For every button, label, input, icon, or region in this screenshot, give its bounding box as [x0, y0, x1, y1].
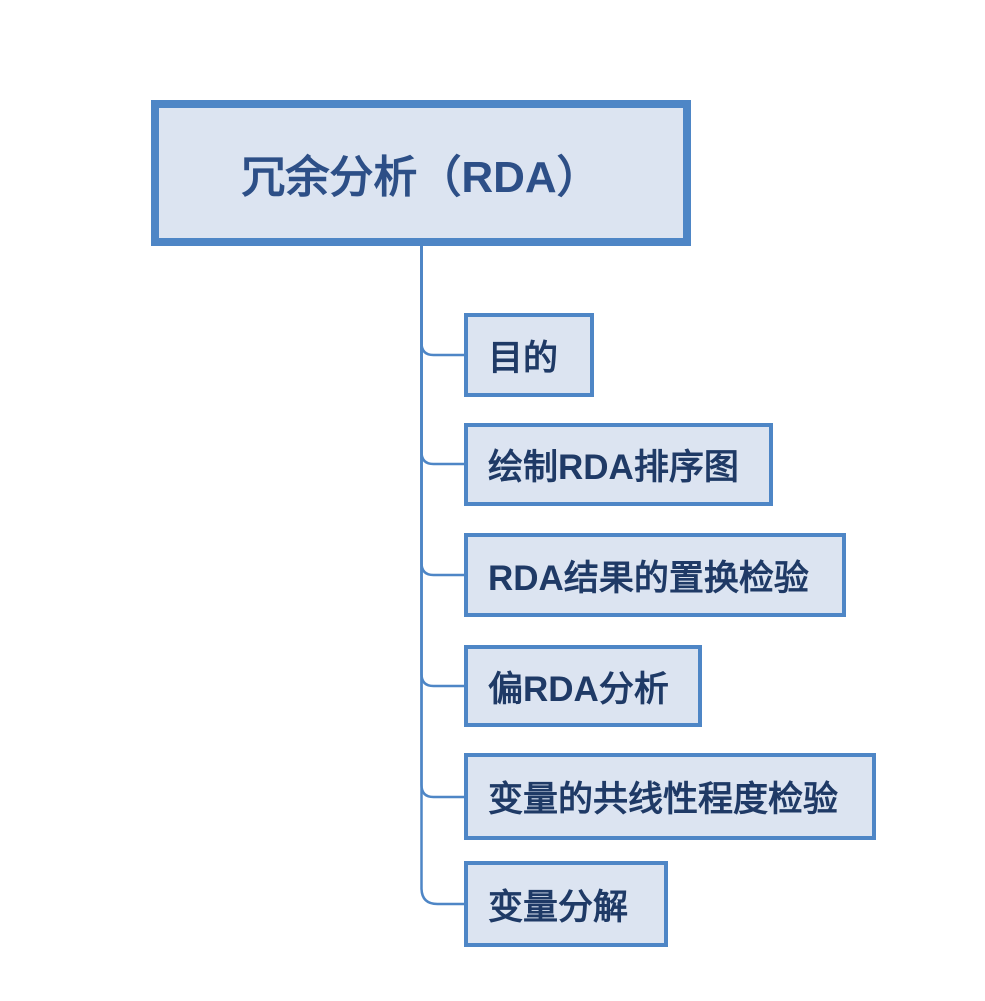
connector-root-to-child-5: [420, 246, 464, 799]
child-node-label: RDA结果的置换检验: [488, 558, 809, 598]
child-node-label: 变量的共线性程度检验: [488, 780, 839, 819]
child-node-permutation-test[interactable]: RDA结果的置换检验: [464, 533, 846, 617]
child-node-label: 绘制RDA排序图: [488, 448, 739, 487]
child-node-partial-rda[interactable]: 偏RDA分析: [464, 645, 702, 727]
connector-root-to-child-3: [420, 246, 464, 577]
connector-root-to-child-1: [420, 246, 464, 357]
root-node-rda[interactable]: 冗余分析（RDA）: [151, 100, 691, 246]
child-node-variance-partitioning[interactable]: 变量分解: [464, 861, 668, 947]
child-node-label: 变量分解: [488, 887, 629, 927]
child-node-label: 偏RDA分析: [488, 669, 669, 709]
connector-root-to-child-2: [420, 246, 464, 466]
connector-root-to-child-6: [420, 246, 464, 906]
root-node-label: 冗余分析（RDA）: [241, 153, 601, 202]
child-node-collinearity-test[interactable]: 变量的共线性程度检验: [464, 753, 876, 840]
connector-root-to-child-4: [420, 246, 464, 688]
child-node-draw-ordination-plot[interactable]: 绘制RDA排序图: [464, 423, 773, 506]
child-node-purpose[interactable]: 目的: [464, 313, 594, 397]
child-node-label: 目的: [488, 338, 559, 378]
